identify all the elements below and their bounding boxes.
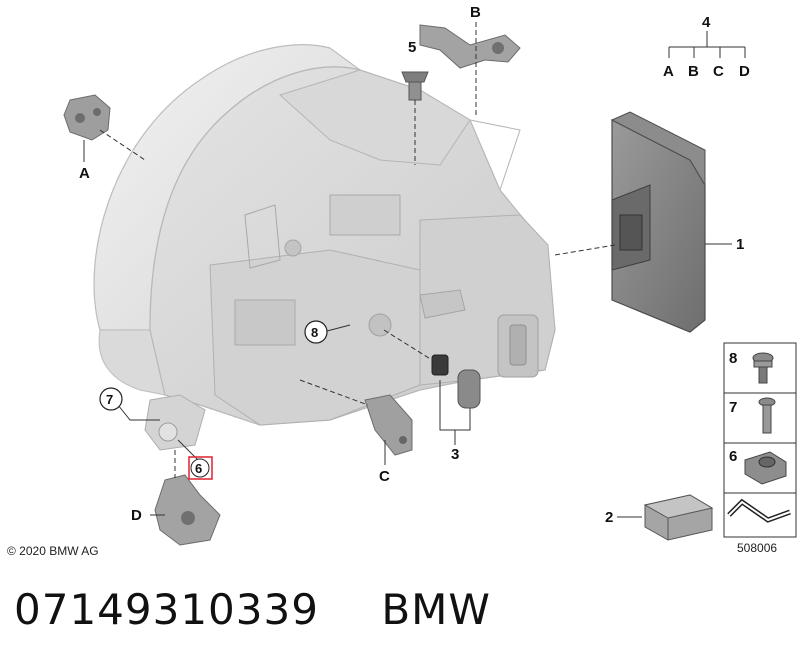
- tree-child-d: D: [739, 63, 750, 80]
- brand-name: BMW: [381, 585, 491, 634]
- copyright-text: © 2020 BMW AG: [7, 544, 99, 558]
- svg-text:6: 6: [195, 461, 202, 476]
- callout-a: A: [79, 165, 90, 182]
- part-2-box: [643, 494, 714, 541]
- legend-item-7: 7: [729, 399, 737, 416]
- clip-nut-icon: [744, 451, 787, 485]
- drawing-number: 508006: [737, 541, 777, 555]
- screw-icon: [758, 397, 776, 434]
- callout-5: 5: [408, 39, 416, 56]
- legend-item-8: 8: [729, 350, 737, 367]
- part-number: 07149310339: [14, 585, 319, 634]
- legend-item-6: 6: [729, 448, 737, 465]
- callout-3: 3: [451, 446, 459, 463]
- bracket-d-part: [154, 474, 221, 546]
- callout-8-circle: 8: [304, 320, 328, 344]
- callout-2: 2: [605, 509, 613, 526]
- leader-3a: [383, 329, 433, 361]
- screw-5-part: [401, 71, 429, 101]
- callout-c: C: [379, 468, 390, 485]
- headlight-housing: [93, 44, 556, 451]
- bulb-3-part: [431, 354, 481, 409]
- tree-child-c: C: [713, 63, 724, 80]
- footer-part-number: 07149310339 BMW: [14, 585, 491, 645]
- control-unit-1-part: [610, 111, 706, 333]
- callout-d: D: [131, 507, 142, 524]
- set-tree-4: 4 A B C D: [663, 14, 750, 80]
- callout-1: 1: [736, 236, 744, 253]
- tree-child-a: A: [663, 63, 674, 80]
- leader-7: [117, 404, 160, 421]
- callout-b: B: [470, 4, 481, 21]
- tree-child-b: B: [688, 63, 699, 80]
- bracket-a-part: [63, 94, 111, 141]
- seal-symbol: [723, 492, 797, 538]
- bracket-c-part: [364, 394, 413, 456]
- leader-a: [99, 129, 146, 161]
- leader-8: [326, 324, 351, 332]
- bolt-icon: [752, 352, 774, 384]
- leader-c: [299, 379, 369, 406]
- bracket-b-part: [419, 24, 521, 69]
- callout-4: 4: [702, 14, 711, 31]
- svg-text:7: 7: [106, 392, 113, 407]
- leader-1a: [554, 244, 616, 256]
- callout-6-highlighted[interactable]: 6: [188, 456, 213, 480]
- callout-7-circle: 7: [99, 387, 123, 411]
- svg-text:8: 8: [311, 325, 318, 340]
- fastener-legend: 8 7 6: [723, 342, 797, 494]
